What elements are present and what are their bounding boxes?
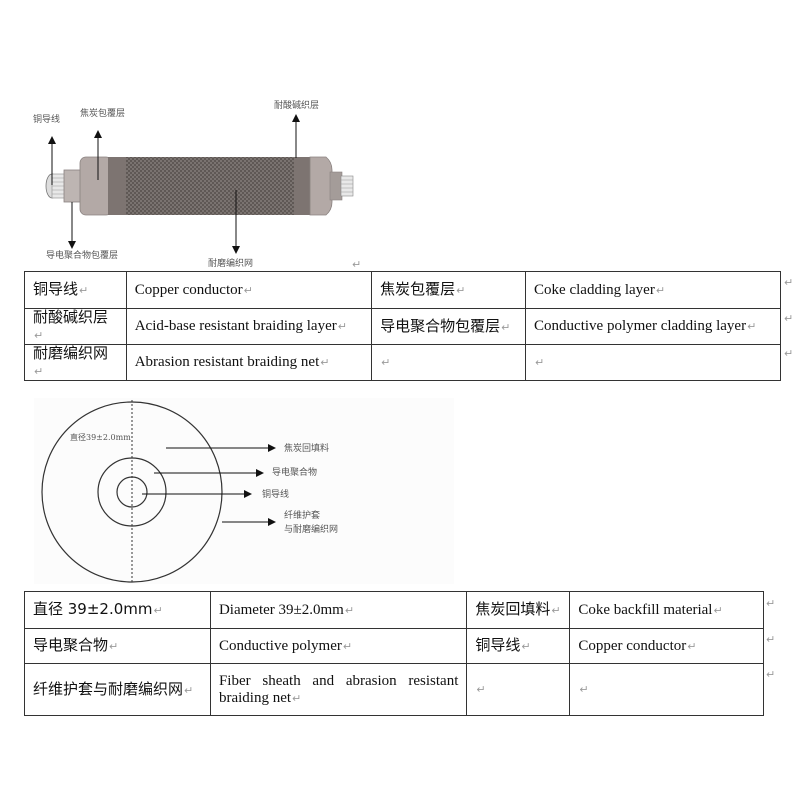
component-table-1: 铜导线↵ Copper conductor↵ 焦炭包覆层↵ Coke cladd…: [24, 271, 781, 381]
table-cell: 耐磨编织网↵: [24, 344, 127, 381]
row-end-mark: ↵: [784, 347, 794, 360]
copper-strands-left: [45, 173, 67, 199]
table-cell: 直径 39±2.0mm↵: [24, 591, 211, 629]
label-sheath-1: 纤维护套: [284, 511, 321, 521]
table-row: 导电聚合物↵ Conductive polymer↵ 铜导线↵ Copper c…: [24, 628, 764, 664]
row-end-mark: ↵: [784, 276, 794, 289]
row-end-mark: ↵: [766, 597, 776, 610]
cross-section-figure: 直径39±2.0mm 焦炭回填料 导电聚合物 铜导线 纤维护套 与耐磨编织网: [34, 398, 454, 584]
row-end-mark: ↵: [766, 668, 776, 681]
row-end-mark: ↵: [766, 633, 776, 646]
table-cell: ↵: [466, 663, 571, 716]
table-cell: Acid-base resistant braiding layer↵: [125, 308, 373, 345]
table-cell: ↵: [569, 663, 764, 716]
table-cell: 导电聚合物↵: [24, 628, 211, 664]
table-cell: 耐酸碱织层↵: [24, 308, 127, 345]
polymer-layer-right: [329, 171, 343, 201]
table-cell: ↵: [525, 344, 781, 381]
label-acid-base: 耐酸碱织层: [274, 101, 320, 111]
label-copper: 铜导线: [262, 490, 290, 500]
table-cell: Diameter 39±2.0mm↵: [209, 591, 468, 629]
cross-section-diagram: [41, 400, 276, 584]
table-cell: Conductive polymer↵: [209, 628, 468, 664]
table-cell: 纤维护套与耐磨编织网↵: [24, 663, 211, 716]
paragraph-mark: ↵: [352, 258, 362, 271]
label-coke-cladding: 焦炭包覆层: [80, 109, 126, 119]
table-cell: 导电聚合物包覆层↵: [371, 308, 527, 345]
table-row: 耐酸碱织层↵ Acid-base resistant braiding laye…: [24, 308, 781, 345]
coke-layer-left: [79, 156, 113, 216]
table-cell: Abrasion resistant braiding net↵: [125, 344, 373, 381]
table-cell: Copper conductor↵: [569, 628, 764, 664]
table-cell: 铜导线↵: [24, 271, 127, 309]
table-cell: 铜导线↵: [466, 628, 571, 664]
table-row: 直径 39±2.0mm↵ Diameter 39±2.0mm↵ 焦炭回填料↵ C…: [24, 591, 764, 629]
table-cell: 焦炭包覆层↵: [371, 271, 527, 309]
table-cell: ↵: [371, 344, 527, 381]
label-coke-backfill: 焦炭回填料: [284, 444, 330, 454]
table-cell: 焦炭回填料↵: [466, 591, 571, 629]
table-cell: Coke cladding layer↵: [525, 271, 781, 309]
acid-layer-left: [108, 157, 128, 215]
table-cell: Coke backfill material↵: [569, 591, 764, 629]
table-row: 耐磨编织网↵ Abrasion resistant braiding net↵ …: [24, 344, 781, 381]
diameter-label: 直径39±2.0mm: [70, 433, 131, 442]
label-polymer: 导电聚合物: [272, 468, 318, 478]
label-sheath-2: 与耐磨编织网: [284, 525, 339, 535]
cable-figure: 铜导线 焦炭包覆层 耐酸碱织层 导电聚合物包覆层 耐磨编织网 ↵: [30, 90, 370, 271]
cable-illustration: [45, 114, 354, 254]
table-cell: Copper conductor↵: [125, 271, 373, 309]
label-copper: 铜导线: [33, 115, 61, 125]
label-polymer: 导电聚合物包覆层: [46, 251, 119, 261]
table-cell: Conductive polymer cladding layer↵: [525, 308, 781, 345]
coke-layer-right: [309, 156, 333, 216]
acid-layer-right: [294, 157, 312, 215]
table-row: 铜导线↵ Copper conductor↵ 焦炭包覆层↵ Coke cladd…: [24, 271, 781, 309]
table-cell: Fiber sheath and abrasion resistant brai…: [209, 663, 468, 716]
copper-strands-right: [340, 175, 354, 197]
label-abrasion: 耐磨编织网: [208, 259, 254, 269]
table-row: 纤维护套与耐磨编织网↵ Fiber sheath and abrasion re…: [24, 663, 764, 716]
braid-mesh: [126, 157, 296, 215]
row-end-mark: ↵: [784, 312, 794, 325]
component-table-2: 直径 39±2.0mm↵ Diameter 39±2.0mm↵ 焦炭回填料↵ C…: [24, 591, 764, 716]
